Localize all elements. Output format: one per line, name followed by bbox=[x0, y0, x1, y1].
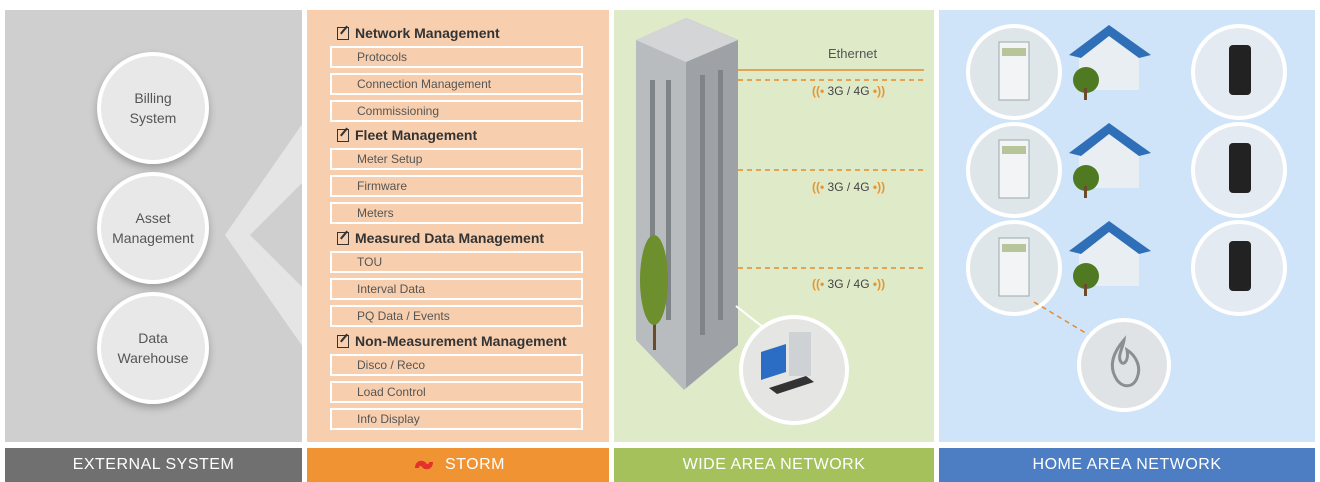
storm-panel bbox=[307, 10, 609, 442]
link-label: 3G / 4G bbox=[827, 180, 870, 194]
footer-label: EXTERNAL SYSTEM bbox=[72, 456, 235, 473]
footer-home-area-network: HOME AREA NETWORK bbox=[939, 448, 1315, 482]
group-fleet-management: Fleet Management bbox=[337, 127, 477, 143]
item-tou: TOU bbox=[330, 251, 583, 273]
item-info-display: Info Display bbox=[330, 408, 583, 430]
item-connection-management: Connection Management bbox=[330, 73, 583, 95]
asset-management-label: Asset Management bbox=[112, 210, 194, 246]
group-measured-data-management: Measured Data Management bbox=[337, 230, 544, 246]
home-row-3 bbox=[966, 220, 1287, 316]
group-title: Non-Measurement Management bbox=[355, 333, 567, 349]
link-label: 3G / 4G bbox=[827, 277, 870, 291]
data-warehouse-node: Data Warehouse bbox=[97, 292, 209, 404]
footer-external-system: EXTERNAL SYSTEM bbox=[5, 448, 302, 482]
item-interval-data: Interval Data bbox=[330, 278, 583, 300]
signal-icon: ((• bbox=[812, 84, 825, 98]
signal-icon: •)) bbox=[872, 180, 886, 194]
footer-label: STORM bbox=[445, 456, 505, 473]
footer-storm: STORM bbox=[307, 448, 609, 482]
signal-icon: •)) bbox=[872, 84, 886, 98]
signal-icon: ((• bbox=[812, 277, 825, 291]
footer-label: HOME AREA NETWORK bbox=[1032, 456, 1222, 473]
home-row-1 bbox=[966, 24, 1287, 120]
link-label: 3G / 4G bbox=[827, 84, 870, 98]
data-warehouse-label: Data Warehouse bbox=[117, 330, 189, 366]
signal-icon: ((• bbox=[812, 180, 825, 194]
group-title: Network Management bbox=[355, 25, 500, 41]
ethernet-label: Ethernet bbox=[828, 46, 878, 61]
item-protocols: Protocols bbox=[330, 46, 583, 68]
item-meters: Meters bbox=[330, 202, 583, 224]
han-illustration bbox=[966, 24, 1287, 412]
edit-icon bbox=[337, 334, 349, 348]
wan-illustration bbox=[636, 18, 924, 425]
item-disco-reco: Disco / Reco bbox=[330, 354, 583, 376]
chevron-arrow-icon bbox=[225, 120, 305, 350]
item-meter-setup: Meter Setup bbox=[330, 148, 583, 170]
billing-system-label: Billing System bbox=[129, 90, 177, 126]
item-pq-data-events: PQ Data / Events bbox=[330, 305, 583, 327]
cellular-link-1: ((• 3G / 4G •)) bbox=[812, 84, 885, 98]
group-title: Measured Data Management bbox=[355, 230, 545, 246]
group-network-management: Network Management bbox=[337, 25, 500, 41]
signal-icon: •)) bbox=[872, 277, 886, 291]
group-title: Fleet Management bbox=[355, 127, 478, 143]
cellular-link-3: ((• 3G / 4G •)) bbox=[812, 277, 885, 291]
asset-management-node: Asset Management bbox=[97, 172, 209, 284]
item-load-control: Load Control bbox=[330, 381, 583, 403]
gas-flame-icon bbox=[1077, 318, 1171, 412]
edit-icon bbox=[337, 26, 349, 40]
edit-icon bbox=[337, 231, 349, 245]
group-non-measurement-management: Non-Measurement Management bbox=[337, 333, 567, 349]
edit-icon bbox=[337, 128, 349, 142]
cellular-link-2: ((• 3G / 4G •)) bbox=[812, 180, 885, 194]
item-commissioning: Commissioning bbox=[330, 100, 583, 122]
home-row-2 bbox=[966, 122, 1287, 218]
item-firmware: Firmware bbox=[330, 175, 583, 197]
billing-system-node: Billing System bbox=[97, 52, 209, 164]
storm-logo-icon bbox=[415, 460, 433, 470]
footer-label: WIDE AREA NETWORK bbox=[682, 456, 866, 473]
footer-wide-area-network: WIDE AREA NETWORK bbox=[614, 448, 934, 482]
